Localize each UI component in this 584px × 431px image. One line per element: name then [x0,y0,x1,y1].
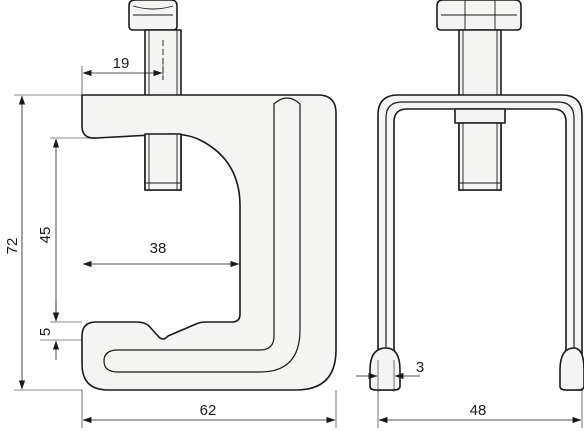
dimensions: 19 72 45 38 5 [4,55,583,428]
front-bolt-tip [458,122,502,191]
bolt-tip [144,133,182,191]
side-view [81,0,337,391]
dim-jaw-gap: 5 [37,302,82,360]
dim-label-62: 62 [200,402,217,419]
front-channel-inner [385,101,575,388]
dim-front-width: 48 [377,390,583,428]
front-view [369,0,584,391]
dim-label-3: 3 [416,359,424,376]
dim-throat-depth: 38 [82,240,240,268]
dim-label-72: 72 [4,238,21,255]
clamp-groove [103,97,301,373]
dim-sheet-thickness: 3 [356,359,424,392]
dim-label-38: 38 [150,240,167,257]
dim-jaw-opening: 45 [37,137,96,323]
front-bottom-rolls [369,347,584,391]
front-bolt-head [436,0,522,31]
front-boss [454,108,506,124]
dim-label-5: 5 [37,328,54,336]
dim-thread-offset: 19 [81,55,164,95]
dim-label-19: 19 [113,55,130,72]
dim-overall-height: 72 [4,94,82,391]
side-bolt-head [128,0,178,31]
dim-label-48: 48 [470,402,487,419]
clamp-body [81,94,337,391]
dim-overall-width: 62 [81,390,337,428]
dim-label-45: 45 [37,227,54,244]
